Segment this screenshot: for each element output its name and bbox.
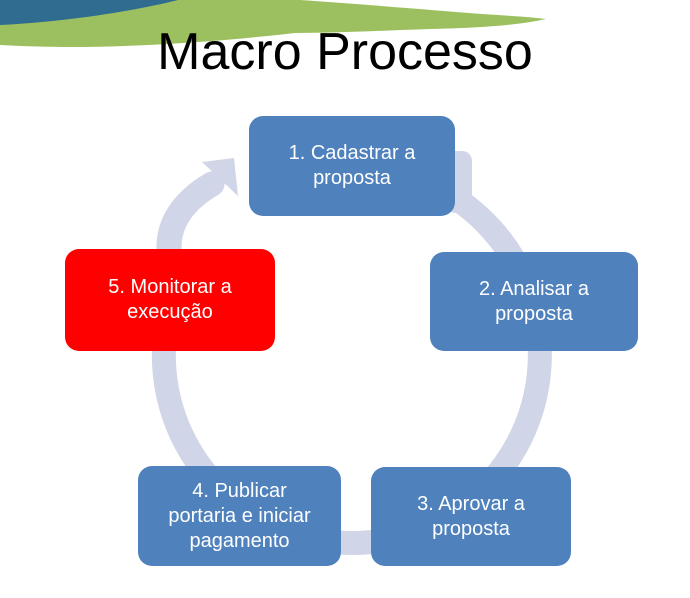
cycle-step-1-label: 1. Cadastrar a proposta [288,142,416,189]
cycle-arrow-tail [156,171,225,272]
cycle-step-4-label: 4. Publicar portaria e iniciar pagamento [168,479,311,552]
decorative-swoosh-green [0,0,546,47]
cycle-step-3-label: 3. Aprovar a proposta [417,492,525,540]
cycle-step-4: 4. Publicar portaria e iniciar pagamento [138,466,341,566]
page-title: Macro Processo [157,23,533,81]
cycle-step-3: 3. Aprovar a proposta [371,467,571,566]
cycle-step-5-highlighted: 5. Monitorar a execução [65,249,275,351]
cycle-arrowhead-icon [202,158,238,196]
cycle-step-2: 2. Analisar a proposta [430,252,638,351]
cycle-step-5-label: 5. Monitorar a execução [108,276,232,323]
decorative-swoosh-teal [0,0,178,25]
cycle-step-1: 1. Cadastrar a proposta [249,116,455,216]
cycle-step-2-label: 2. Analisar a proposta [478,277,590,325]
